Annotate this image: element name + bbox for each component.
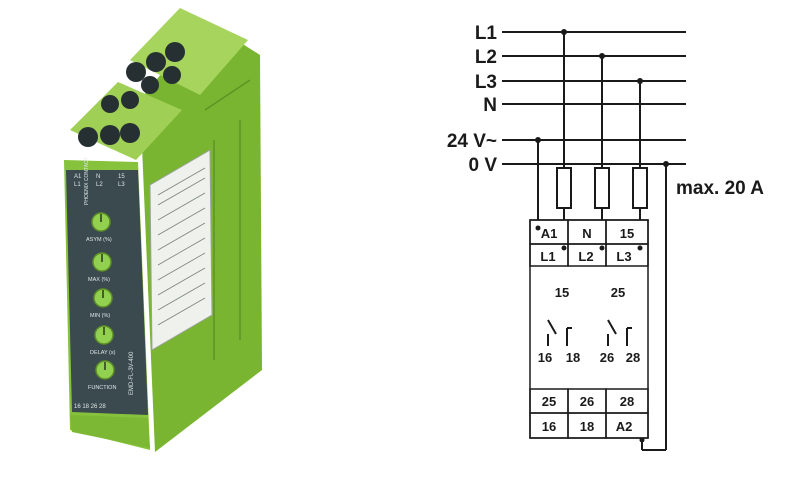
screw [121,91,139,109]
contact-label: 15 [555,285,569,300]
front-terminal-label: A1 [74,174,82,180]
max-current-label: max. 20 A [676,178,764,199]
front-terminal-label: N [96,174,100,180]
brand-logo-text: PHOENIX CONTACT [84,157,90,205]
terminal-label: 16 [542,419,556,434]
knob-function: FUNCTION [88,360,116,391]
front-terminal-label: L1 [74,182,81,188]
knob-label: DELAY (s) [90,350,116,356]
bus-label: L2 [475,47,497,68]
fuse-l1 [556,167,572,209]
terminal-labels: A1 N 15 L1 L2 L3 15 25 16 18 26 28 25 26… [538,226,640,434]
bus-label: 0 V [468,155,497,176]
terminal-screws [78,42,185,147]
screw [165,42,185,62]
contact-label: 18 [566,350,580,365]
junction-dot [561,245,567,251]
knob-delay: DELAY (s) [90,325,116,356]
screw [120,123,140,143]
terminal-label: L2 [578,249,593,264]
bus-label: L3 [475,72,497,93]
fuse-l3 [632,167,648,209]
knob-asym: ASYM (%) [86,212,112,243]
terminal-label: 18 [580,419,594,434]
contact-label: 25 [611,285,625,300]
top-terminal-boxes [529,219,649,267]
housing-top-upper [130,8,248,95]
terminal-label: A2 [616,419,633,434]
housing-top-lower [70,82,182,160]
model-text: EMD-FL-3V-400 [129,351,135,395]
fuse-l2 [594,167,610,209]
terminal-label: A1 [541,226,558,241]
junction-dot [535,225,541,231]
front-top-terminal-labels: A1 N 15 L1 L2 L3 [74,174,125,188]
screw [100,125,120,145]
junction-dot [639,437,645,443]
bus-label: N [483,95,497,116]
knob-label: ASYM (%) [86,237,112,243]
screw [163,66,181,84]
junction-dot [663,161,669,167]
terminal-label: 15 [620,226,634,241]
junction-dot [561,29,567,35]
contact-label: 28 [626,350,640,365]
junction-dot [637,245,643,251]
knob-label: FUNCTION [88,385,116,391]
front-terminal-label: L2 [96,182,103,188]
terminal-label: L3 [616,249,631,264]
screw [101,95,119,113]
front-terminal-label: 15 [118,174,125,180]
junction-dot [599,53,605,59]
terminal-label: 28 [620,394,634,409]
contact-group-1 [547,319,572,346]
housing-side-ribs [204,79,251,360]
terminal-label: 26 [580,394,594,409]
bottom-terminal-boxes [529,388,649,439]
bottom-terminal-labels: 16 18 26 28 [74,404,106,410]
contact-label: 16 [538,350,552,365]
wiring-schematic [502,31,686,451]
relay-module-illustration: A1 N 15 L1 L2 L3 PHOENIX CONTACT EMD-FL-… [64,8,262,452]
terminal-label: L1 [540,249,555,264]
contact-group-2 [607,319,632,346]
side-label [149,149,213,351]
screw [126,62,146,82]
knob-label: MAX (%) [88,277,110,283]
screw [78,127,98,147]
bus-label: 24 V~ [447,131,497,152]
junction-dot [599,245,605,251]
terminal-label: 25 [542,394,556,409]
screw [146,52,166,72]
junction-dot [535,137,541,143]
knob-min: MIN (%) [90,288,113,319]
bus-label: L1 [475,23,498,44]
screw [141,76,159,94]
side-label-lines [157,167,206,326]
front-terminal-label: L3 [118,182,125,188]
bus-labels: L1 L2 L3 N 24 V~ 0 V [447,23,498,176]
knob-max: MAX (%) [88,252,112,283]
knob-label: MIN (%) [90,313,110,319]
bottom-terminal-block [70,415,150,448]
junction-dots [535,29,669,443]
contact-label: 26 [600,350,614,365]
terminal-label: N [582,226,591,241]
junction-dot [637,78,643,84]
